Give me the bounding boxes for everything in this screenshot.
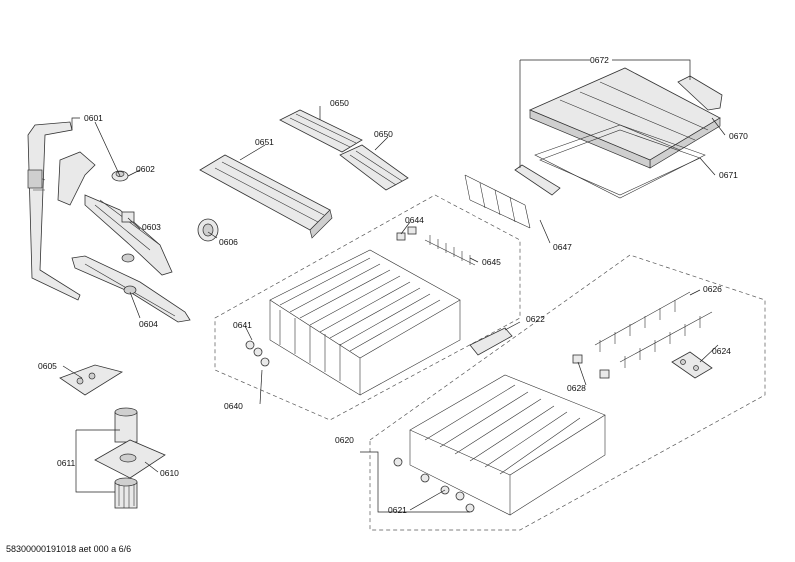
fine-filter-cylinder [114,477,138,509]
label-0671: 0671 [719,170,738,180]
label-0610: 0610 [160,468,179,478]
label-0641: 0641 [233,320,252,330]
tine-insert-lower [339,144,409,191]
label-0620: 0620 [335,435,354,445]
label-0603: 0603 [142,222,161,232]
label-0670: 0670 [729,131,748,141]
label-0650-lower: 0650 [374,129,393,139]
tine-row-lower-2 [619,311,713,368]
sump-filter-assembly [94,407,166,479]
label-0605: 0605 [38,361,57,371]
filter-disc [197,218,219,242]
label-0621: 0621 [388,505,407,515]
label-0628: 0628 [567,383,586,393]
rack-wheel-set [671,351,713,379]
tine-row-upper [424,235,476,266]
lower-rack-group-outline [369,254,766,531]
label-0672: 0672 [590,55,609,65]
label-0606: 0606 [219,237,238,247]
lower-rack-wheels [393,457,475,513]
upper-rack-basket [269,249,461,396]
label-0650-upper: 0650 [330,98,349,108]
leader-lines [62,59,726,513]
label-0644: 0644 [405,215,424,225]
third-rack-tray [528,67,721,169]
label-0604: 0604 [139,319,158,329]
spray-arm-lower [71,255,191,323]
label-0651: 0651 [255,137,274,147]
third-rack-handle [677,75,723,111]
upper-rack-group-outline [214,194,521,421]
filter-cover-plate [59,364,124,396]
label-0622: 0622 [526,314,545,324]
spray-arm-hub [121,211,135,263]
label-0645: 0645 [482,257,501,267]
label-0601: 0601 [84,113,103,123]
spray-arm-upper [57,151,173,276]
cutlery-basket-small [469,327,513,356]
tine-insert-upper [279,109,363,153]
upper-rack-wheels [245,340,270,367]
document-id-footer: 58300000191018 aet 000 a 6/6 [6,544,132,554]
label-0611: 0611 [57,458,76,468]
cutlery-tray-insert [199,154,333,239]
label-0647: 0647 [553,242,572,252]
clip-small [396,226,417,241]
label-0624: 0624 [712,346,731,356]
label-0602: 0602 [136,164,155,174]
tine-row-lower-1 [594,291,691,352]
spray-arm-supply-pipe [27,121,81,301]
tine-row-clips [572,354,610,379]
label-0626: 0626 [703,284,722,294]
lower-rack-basket [409,374,606,516]
label-0640: 0640 [224,401,243,411]
